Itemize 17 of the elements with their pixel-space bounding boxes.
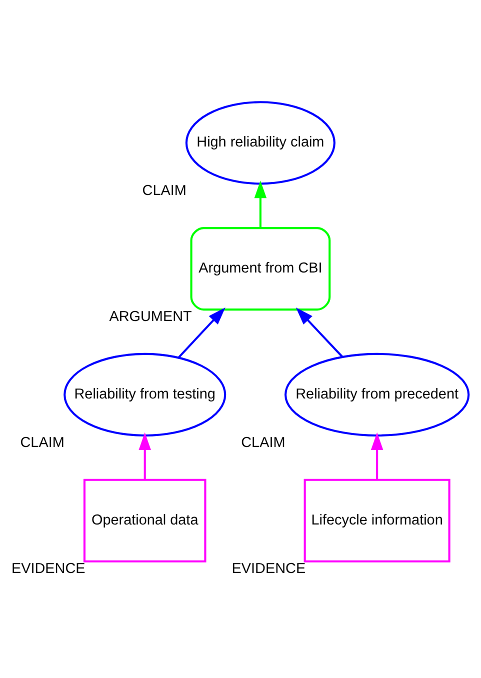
arrow xyxy=(138,432,151,480)
node-box: Lifecycle information xyxy=(304,478,450,562)
node-label: EVIDENCE xyxy=(232,560,306,576)
node-label: CLAIM xyxy=(241,434,286,451)
node-ellipse: High reliability claim xyxy=(185,100,336,184)
node-label: EVIDENCE xyxy=(11,560,86,576)
arrow xyxy=(254,180,267,228)
arrow xyxy=(370,432,384,480)
node-label: ARGUMENT xyxy=(109,308,192,325)
node-ellipse: Reliability from precedent xyxy=(284,352,470,436)
node-label: CLAIM xyxy=(20,434,64,451)
arrow xyxy=(296,306,344,358)
node-box: Operational data xyxy=(83,478,206,562)
arrow xyxy=(178,306,226,358)
node-ellipse: Reliability from testing xyxy=(64,352,226,436)
node-box: Argument from CBI xyxy=(190,226,331,310)
node-label: CLAIM xyxy=(142,182,186,199)
